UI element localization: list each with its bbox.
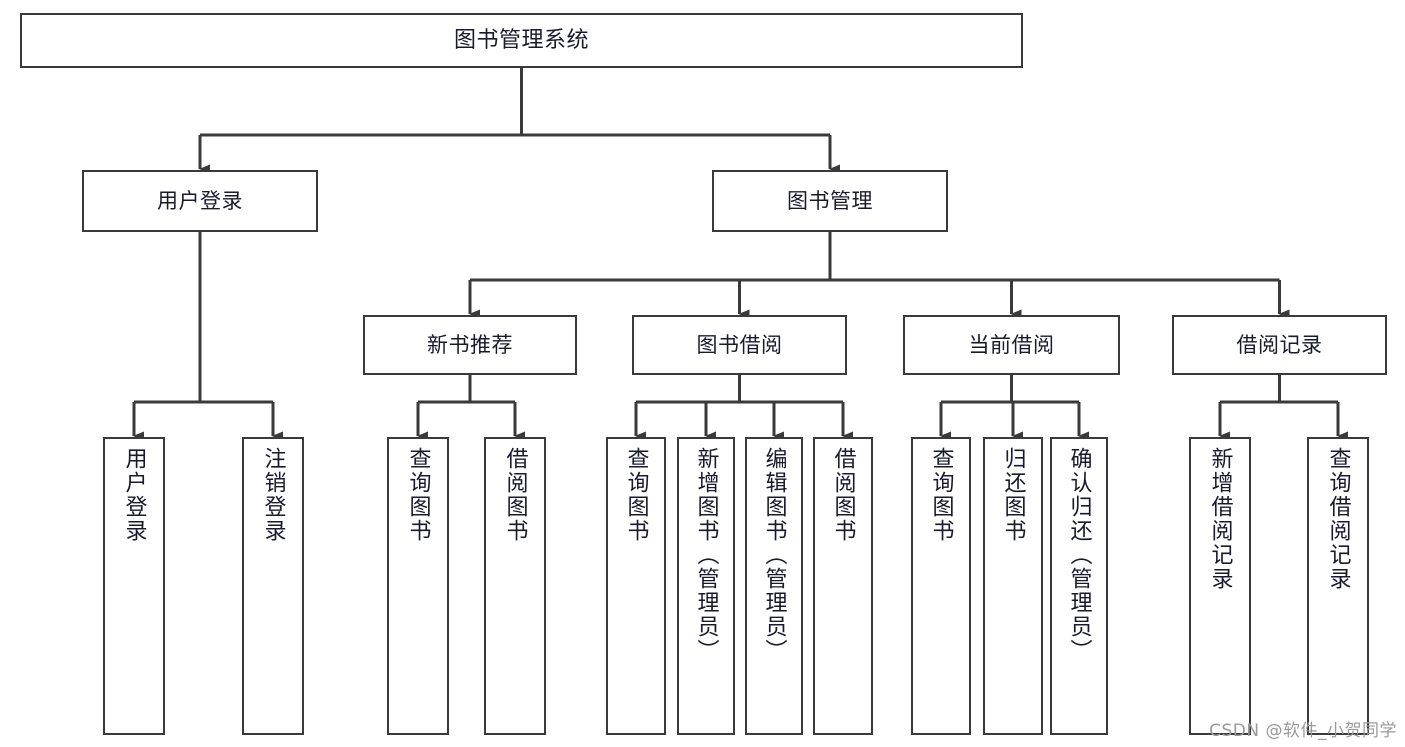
node-label: 新增图书（管理员） <box>693 447 719 663</box>
node-leaf-add-book[interactable]: 新增图书（管理员） <box>677 437 735 735</box>
node-book-manage[interactable]: 图书管理 <box>712 170 948 232</box>
node-leaf-user-login[interactable]: 用户登录 <box>103 437 165 735</box>
node-leaf-logout[interactable]: 注销登录 <box>242 437 304 735</box>
node-label: 借阅图书 <box>502 447 528 543</box>
node-label: 借阅图书 <box>830 447 856 543</box>
node-leaf-query-book-1[interactable]: 查询图书 <box>387 437 449 735</box>
node-book-borrow[interactable]: 图书借阅 <box>632 315 847 375</box>
node-borrow-record[interactable]: 借阅记录 <box>1172 315 1387 375</box>
node-current-borrow[interactable]: 当前借阅 <box>903 315 1120 375</box>
node-leaf-confirm-return[interactable]: 确认归还（管理员） <box>1050 437 1108 735</box>
node-label: 新书推荐 <box>427 332 513 357</box>
node-leaf-query-record[interactable]: 查询借阅记录 <box>1307 437 1369 735</box>
node-user-login[interactable]: 用户登录 <box>82 170 318 232</box>
node-label: 查询借阅记录 <box>1325 447 1351 591</box>
node-label: 当前借阅 <box>968 332 1055 357</box>
node-label: 借阅记录 <box>1236 332 1323 357</box>
node-label: 注销登录 <box>260 447 286 543</box>
node-label: 确认归还（管理员） <box>1066 447 1092 663</box>
node-leaf-query-book-3[interactable]: 查询图书 <box>911 437 971 735</box>
node-label: 图书借阅 <box>696 332 783 357</box>
node-label: 图书管理 <box>787 188 873 213</box>
node-leaf-add-record[interactable]: 新增借阅记录 <box>1189 437 1251 735</box>
node-label: 归还图书 <box>1000 447 1026 543</box>
watermark: CSDN @软件_小贺同学 <box>1209 721 1397 741</box>
node-label: 新增借阅记录 <box>1207 447 1233 591</box>
node-label: 查询图书 <box>928 447 954 543</box>
node-label: 查询图书 <box>623 447 649 543</box>
node-leaf-borrow-book-1[interactable]: 借阅图书 <box>484 437 546 735</box>
node-label: 用户登录 <box>157 188 243 213</box>
node-leaf-borrow-book-2[interactable]: 借阅图书 <box>813 437 873 735</box>
node-label: 查询图书 <box>405 447 431 543</box>
node-leaf-query-book-2[interactable]: 查询图书 <box>606 437 666 735</box>
node-label: 编辑图书（管理员） <box>761 447 787 663</box>
node-leaf-edit-book[interactable]: 编辑图书（管理员） <box>745 437 803 735</box>
node-label: 用户登录 <box>121 447 147 543</box>
node-label: 图书管理系统 <box>453 27 589 53</box>
node-new-book-rec[interactable]: 新书推荐 <box>363 315 577 375</box>
node-root[interactable]: 图书管理系统 <box>20 13 1023 68</box>
node-leaf-return-book[interactable]: 归还图书 <box>983 437 1043 735</box>
